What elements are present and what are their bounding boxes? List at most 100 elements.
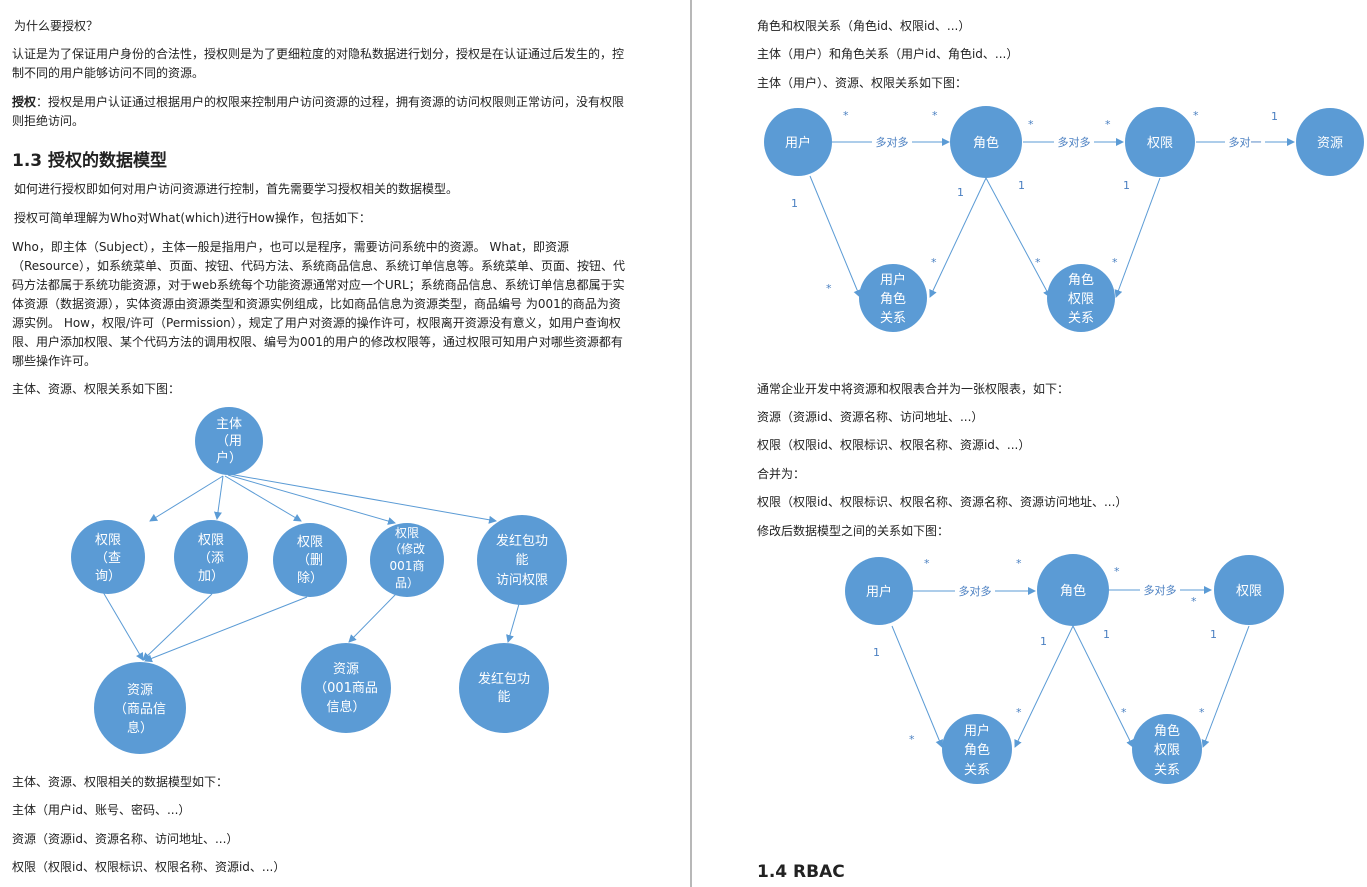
svg-text:角色权限关系: 角色权限关系 bbox=[1068, 272, 1094, 326]
edge2-perm-rp bbox=[1201, 625, 1250, 748]
model-resource: 资源（资源id、资源名称、访问地址、...） bbox=[12, 832, 239, 846]
edge2-role-ur bbox=[1014, 625, 1074, 748]
svg-text:*: * bbox=[1121, 706, 1127, 719]
d1-node-role-permission: 角色权限关系 bbox=[1047, 264, 1115, 332]
svg-text:角色权限关系: 角色权限关系 bbox=[1154, 723, 1180, 778]
model-subject: 主体（用户id、账号、密码、...） bbox=[12, 803, 191, 817]
authorization-definition: 授权：授权是用户认证通过根据用户的权限来控制用户访问资源的过程，拥有资源的访问权… bbox=[12, 93, 634, 131]
edge-root-query bbox=[149, 475, 224, 522]
svg-text:用户角色关系: 用户角色关系 bbox=[964, 723, 990, 778]
svg-text:用户角色关系: 用户角色关系 bbox=[880, 272, 906, 326]
svg-text:权限（添加）: 权限（添加） bbox=[198, 532, 224, 584]
svg-text:资源: 资源 bbox=[1317, 136, 1343, 151]
svg-text:*: * bbox=[931, 256, 937, 269]
svg-text:权限: 权限 bbox=[1236, 583, 1262, 599]
svg-text:*: * bbox=[1193, 109, 1199, 122]
svg-text:*: * bbox=[909, 733, 915, 746]
svg-text:发红包功能: 发红包功能 bbox=[478, 671, 530, 705]
svg-text:*: * bbox=[1114, 565, 1120, 578]
svg-text:1: 1 bbox=[1123, 179, 1130, 192]
model-permission: 权限（权限id、权限标识、权限名称、资源id、...） bbox=[12, 860, 286, 874]
svg-text:多对多: 多对多 bbox=[1144, 583, 1177, 597]
section-1-3-heading: 1.3 授权的数据模型 bbox=[12, 151, 168, 171]
edge-root-mod bbox=[227, 474, 396, 525]
svg-text:*: * bbox=[1112, 256, 1118, 269]
svg-text:多对多: 多对多 bbox=[959, 584, 992, 598]
edge-root-del bbox=[224, 475, 302, 522]
svg-text:1: 1 bbox=[873, 646, 880, 659]
section-1-4-heading: 1.4 RBAC bbox=[757, 862, 845, 882]
authorization-definition-text: ：授权是用户认证通过根据用户的权限来控制用户访问资源的过程，拥有资源的访问权限则… bbox=[12, 95, 625, 128]
svg-text:*: * bbox=[1191, 595, 1197, 608]
rbac-diagrams: 多对多 多对多 多对一 * * * * * 1 1 1 1 1 * * * * bbox=[764, 106, 1364, 784]
merge-permission: 权限（权限id、权限标识、权限名称、资源id、...） bbox=[757, 438, 1031, 452]
d2-node-user-role: 用户角色关系 bbox=[942, 714, 1012, 784]
svg-text:角色: 角色 bbox=[973, 135, 999, 151]
svg-text:1: 1 bbox=[1040, 635, 1047, 648]
svg-text:1: 1 bbox=[1018, 179, 1025, 192]
svg-text:*: * bbox=[843, 109, 849, 122]
who-what-how-paragraph: Who，即主体（Subject），主体一般是指用户，也可以是程序，需要访问系统中… bbox=[12, 240, 626, 368]
svg-text:角色: 角色 bbox=[1060, 583, 1086, 599]
edge2-role-rp bbox=[1072, 625, 1134, 748]
svg-text:多对一: 多对一 bbox=[1229, 135, 1262, 149]
svg-text:多对多: 多对多 bbox=[1058, 135, 1091, 149]
d1-node-resource: 资源 bbox=[1296, 108, 1364, 176]
left-page: 为什么要授权？ 认证是为了保证用户身份的合法性，授权则是为了更细粒度的对隐私数据… bbox=[12, 19, 634, 874]
svg-text:资源（001商品信息）: 资源（001商品信息） bbox=[314, 662, 378, 715]
diagram1-caption: 主体（用户）、资源、权限关系如下图： bbox=[757, 76, 968, 90]
svg-text:*: * bbox=[932, 109, 938, 122]
edge-red-red bbox=[506, 603, 520, 643]
d2-node-role-permission: 角色权限关系 bbox=[1132, 714, 1202, 784]
merge-resource: 资源（资源id、资源名称、访问地址、...） bbox=[757, 410, 984, 424]
tree-edges bbox=[102, 473, 520, 663]
node-resource-goods: 资源（商品信息） bbox=[94, 662, 186, 754]
svg-text:权限（删除）: 权限（删除） bbox=[297, 534, 323, 586]
diagram1-edge-labels: 多对多 多对多 多对一 * * * * * 1 1 1 1 1 * * * * bbox=[791, 109, 1278, 295]
edge-add-goods bbox=[142, 593, 213, 661]
svg-text:发红包功能访问权限: 发红包功能访问权限 bbox=[496, 533, 548, 588]
svg-text:主体（用户）: 主体（用户） bbox=[216, 417, 242, 466]
edge-role-ur bbox=[929, 177, 987, 298]
svg-text:1: 1 bbox=[957, 186, 964, 199]
svg-text:*: * bbox=[924, 557, 930, 570]
svg-text:*: * bbox=[1016, 706, 1022, 719]
right-page: 角色和权限关系（角色id、权限id、...） 主体（用户）和角色关系（用户id、… bbox=[693, 0, 1367, 887]
svg-text:1: 1 bbox=[1210, 628, 1217, 641]
who-what-how-intro: 授权可简单理解为Who对What(which)进行How操作，包括如下： bbox=[14, 211, 371, 225]
d1-node-user-role: 用户角色关系 bbox=[859, 264, 927, 332]
node-permission-query: 权限（查询） bbox=[71, 520, 145, 594]
node-red-packet-permission: 发红包功能访问权限 bbox=[477, 515, 567, 605]
diagram2-edge-labels: 多对多 多对多 * * * * 1 1 1 1 * * * * bbox=[873, 557, 1217, 746]
node-permission-delete: 权限（删除） bbox=[273, 523, 347, 597]
svg-text:用户: 用户 bbox=[785, 135, 811, 151]
edge-del-goods bbox=[144, 596, 308, 663]
d2-node-user: 用户 bbox=[845, 557, 913, 625]
diagram-2: 多对多 多对多 * * * * 1 1 1 1 * * * * 用户 bbox=[845, 554, 1284, 784]
svg-text:*: * bbox=[1035, 256, 1041, 269]
d1-node-permission: 权限 bbox=[1125, 107, 1195, 177]
diagram-1: 多对多 多对多 多对一 * * * * * 1 1 1 1 1 * * * * bbox=[764, 106, 1364, 332]
node-resource-red-packet: 发红包功能 bbox=[459, 643, 549, 733]
model-role-permission: 角色和权限关系（角色id、权限id、...） bbox=[757, 19, 971, 33]
svg-text:1: 1 bbox=[1271, 110, 1278, 123]
svg-text:1: 1 bbox=[1103, 628, 1110, 641]
edge-query-goods bbox=[102, 591, 144, 661]
d2-node-role: 角色 bbox=[1037, 554, 1109, 626]
edge2-user-ur bbox=[891, 625, 944, 748]
svg-text:资源（商品信息）: 资源（商品信息） bbox=[114, 683, 166, 736]
edge-root-add bbox=[214, 475, 224, 520]
d1-node-role: 角色 bbox=[950, 106, 1022, 178]
svg-text:*: * bbox=[826, 282, 832, 295]
authentication-paragraph: 认证是为了保证用户身份的合法性，授权则是为了更细粒度的对隐私数据进行划分，授权是… bbox=[12, 47, 625, 80]
svg-text:1: 1 bbox=[791, 197, 798, 210]
diagram2-caption: 修改后数据模型之间的关系如下图： bbox=[757, 524, 950, 538]
edge-user-ur bbox=[809, 175, 862, 298]
authorization-term: 授权 bbox=[12, 95, 37, 109]
merge-label: 合并为： bbox=[757, 467, 806, 481]
node-subject-user: 主体（用户） bbox=[195, 407, 263, 475]
d1-node-user: 用户 bbox=[764, 108, 832, 176]
edge-mod-001 bbox=[348, 593, 397, 643]
